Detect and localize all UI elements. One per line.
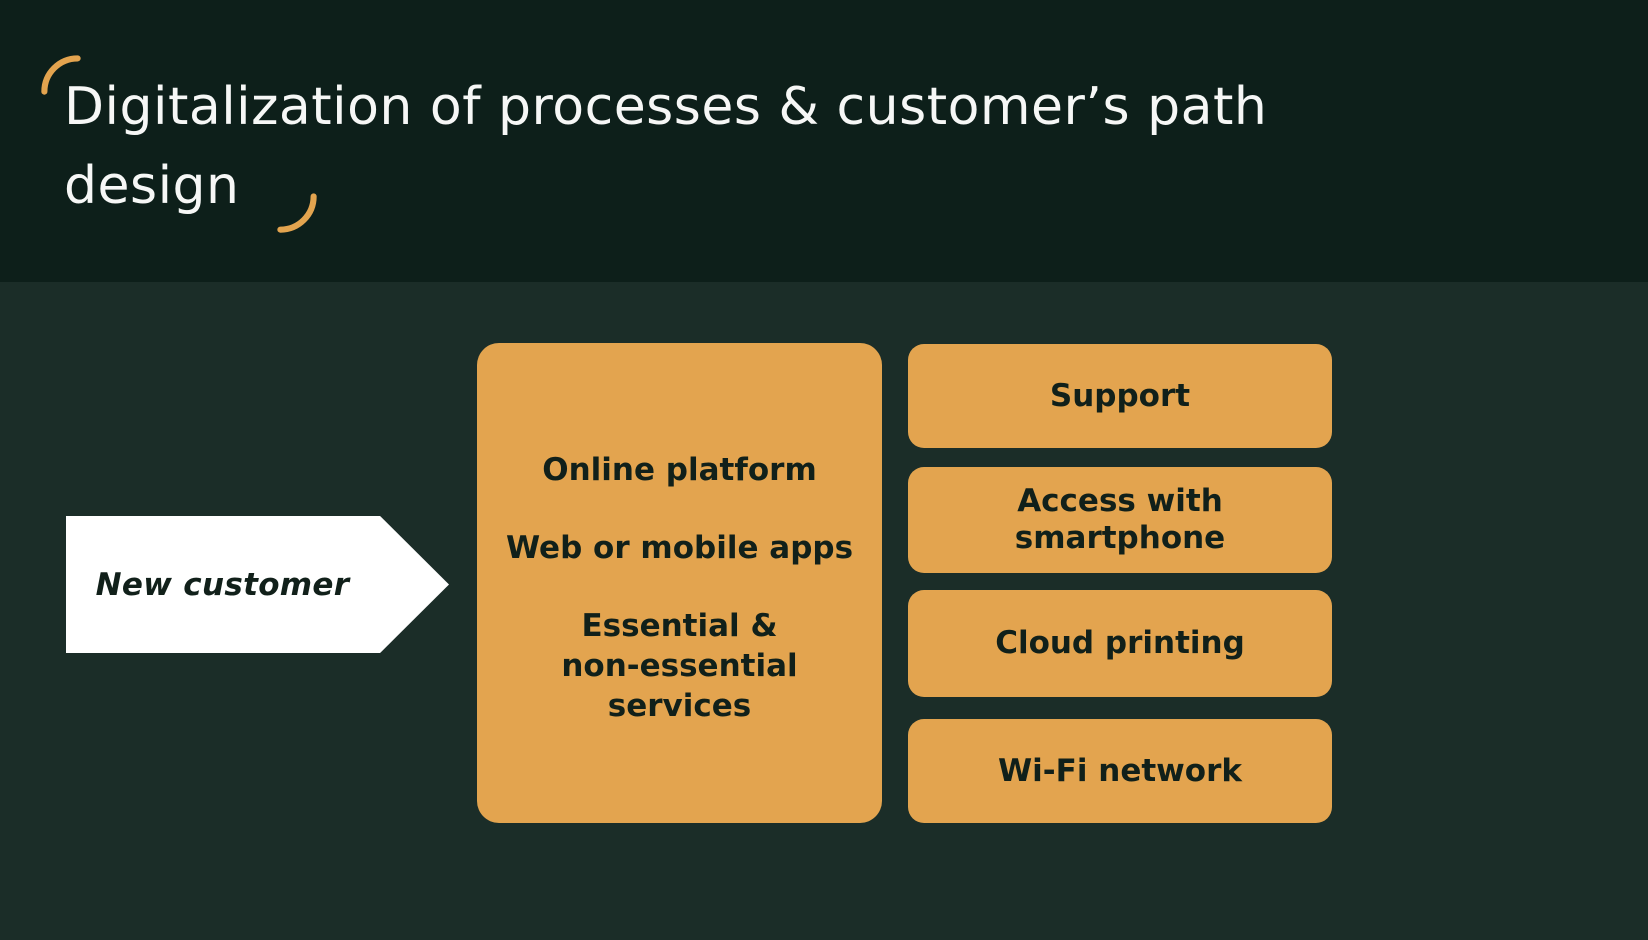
pill-access-with-smartphone: Access with smartphone [908, 467, 1332, 573]
header: Digitalization of processes & customer’s… [0, 0, 1648, 282]
pill-wifi-network: Wi-Fi network [908, 719, 1332, 823]
box-label: Essential & [581, 608, 778, 644]
box-label: Online platform [542, 452, 817, 488]
pill-label: Access with [1017, 483, 1223, 519]
new-customer-arrow: New customer [66, 516, 449, 653]
page-title: Digitalization of processes & customer’s… [64, 68, 1604, 226]
platform-box: Online platform Web or mobile apps Essen… [477, 343, 882, 823]
pill-cloud-printing: Cloud printing [908, 590, 1332, 697]
platform-box-item-online-platform: Online platform [542, 450, 817, 490]
box-label: Web or mobile apps [505, 530, 854, 566]
platform-box-item-essential-services: Essential & non-essential services [561, 606, 797, 726]
pill-label: smartphone [1014, 520, 1226, 556]
title-line-2: design [64, 156, 240, 216]
box-label: services [607, 688, 752, 724]
quote-close-icon [277, 193, 317, 233]
title-line-1: Digitalization of processes & customer’s… [64, 77, 1268, 137]
pill-support: Support [908, 344, 1332, 448]
pill-label: Wi-Fi network [997, 752, 1243, 789]
platform-box-item-web-or-mobile-apps: Web or mobile apps [506, 528, 853, 568]
box-label: non-essential [561, 648, 798, 684]
arrow-label: New customer [95, 566, 350, 603]
pill-label: Cloud printing [995, 625, 1245, 661]
quote-open-icon [41, 55, 81, 95]
pill-label: Support [1049, 377, 1191, 414]
